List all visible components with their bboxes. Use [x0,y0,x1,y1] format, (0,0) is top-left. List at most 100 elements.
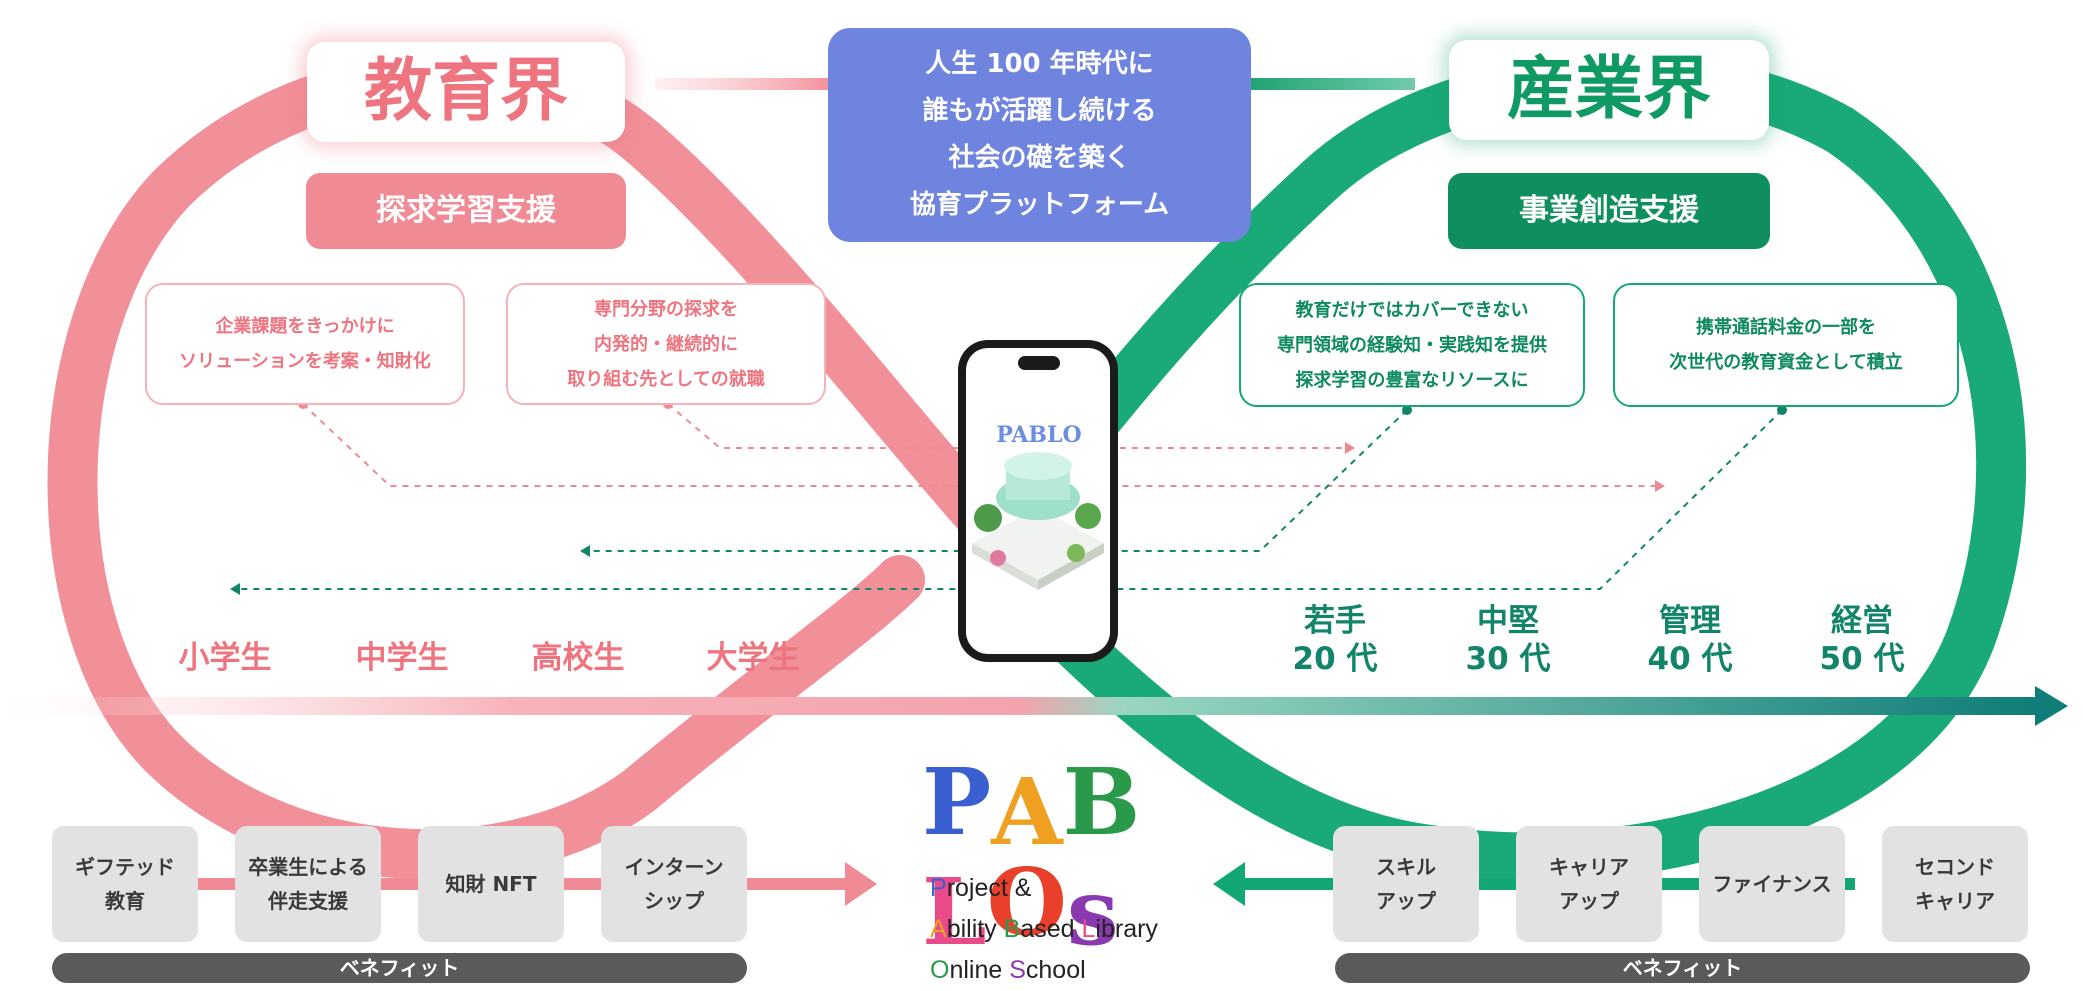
industry-stage: 経営 50 代 [1797,602,1927,678]
education-subtitle: 探求学習支援 [306,173,626,249]
education-stage: 中学生 [355,640,449,676]
tagline-line: Ability Based Library [930,909,1190,950]
phone-notch [1018,356,1060,370]
benefit-line: 知財 NFT [445,872,537,896]
edu-benefit-arrow [845,862,877,906]
benefit-line: 伴走支援 [268,889,348,913]
benefit-line: キャリア [1549,855,1629,879]
note-line: 取り組む先としての就職 [567,368,765,390]
education-note-1: 企業課題をきっかけに ソリューションを考案・知財化 [145,283,465,405]
timeline-bar [0,697,2040,715]
tagline-part: ased [1020,915,1082,943]
benefit-line: インターン [624,855,724,879]
mission-line: 社会の礎を築く [948,143,1131,173]
industry-benefit: ファイナンス [1699,826,1845,942]
mission-line: 誰もが活躍し続ける [922,96,1157,126]
education-benefit: ギフテッド 教育 [52,826,198,942]
stage-age: 20 代 [1292,641,1378,677]
note-line: 専門領域の経験知・実践知を提供 [1277,334,1547,356]
logo-letter: A [991,758,1063,866]
industry-stage: 若手 20 代 [1270,602,1400,678]
logo-letter: O [986,848,1067,956]
logo-letter: s [1066,858,1119,966]
note-line: 探求学習の豊富なリソースに [1295,369,1529,391]
ind-connector-2 [240,409,1783,590]
mission-line: 協育プラットフォーム [909,190,1170,220]
education-title: 教育界 [307,42,625,142]
tagline-part: chool [1025,956,1086,984]
logo-letter: L [922,858,987,966]
industry-benefit: キャリア アップ [1516,826,1662,942]
ind-benefit-arrow [1213,862,1245,906]
tagline-line: Online School [930,950,1190,991]
industry-subtitle: 事業創造支援 [1448,173,1770,249]
phone-screen: PABLO [966,348,1110,654]
mission-line: 人生 100 年時代に [925,49,1154,79]
note-line: ソリューションを考案・知財化 [179,351,431,372]
industry-title: 産業界 [1449,40,1769,140]
education-benefit: 卒業生による 伴走支援 [235,826,381,942]
phone-screen-logo: PABLO [996,422,1082,448]
industry-stage: 中堅 30 代 [1443,602,1573,678]
tagline-part: O [930,956,950,984]
education-benefit: 知財 NFT [418,826,564,942]
phone-mockup: PABLO [958,340,1118,662]
education-loop [47,51,1055,880]
stage-age: 50 代 [1819,641,1905,677]
app-illustration [972,452,1104,590]
benefit-line: ファイナンス [1712,872,1832,896]
industry-stage: 管理 40 代 [1625,602,1755,678]
education-benefit-label: ベネフィット [52,953,747,983]
benefit-line: キャリア [1915,889,1995,913]
edu-connector-1 [302,403,1655,487]
tagline-part: A [930,915,947,943]
industry-note-2: 携帯通話料金の一部を 次世代の教育資金として積立 [1613,283,1959,407]
education-benefit: インターン シップ [601,826,747,942]
benefit-line: 教育 [105,889,145,913]
stage-role: 若手 [1304,603,1366,639]
note-line: 内発的・継続的に [594,333,738,355]
stage-role: 経営 [1831,603,1893,639]
stage-age: 40 代 [1647,641,1733,677]
benefit-line: アップ [1376,889,1436,913]
logo-letter: B [1062,748,1141,856]
benefit-line: セコンド [1915,855,1995,879]
industry-benefit: スキル アップ [1333,826,1479,942]
tagline-part: B [1003,915,1021,943]
note-line: 教育だけではカバーできない [1295,299,1529,321]
ind-connector-1 [590,409,1408,552]
benefit-line: スキル [1376,855,1436,879]
tagline-part: L [1081,915,1096,943]
tagline-line: Project & [930,868,1190,909]
mission-box: 人生 100 年時代に 誰もが活躍し続ける 社会の礎を築く 協育プラットフォーム [828,28,1251,242]
benefit-line: 卒業生による [248,855,368,879]
pablos-logo: PABLOs [922,748,1182,962]
edu-connector-2 [667,403,1345,449]
industry-benefit-label: ベネフィット [1335,953,2030,983]
timeline-arrowhead [2035,686,2068,726]
note-line: 次世代の教育資金として積立 [1669,352,1903,373]
tagline-part: roject & [946,874,1032,902]
education-note-2: 専門分野の探求を 内発的・継続的に 取り組む先としての就職 [506,283,826,405]
logo-letter: P [922,748,992,856]
note-line: 企業課題をきっかけに [215,316,395,337]
tagline-part: nline [949,956,1010,984]
education-stage: 大学生 [706,640,800,676]
benefit-line: アップ [1559,889,1619,913]
tagline-part: bility [946,915,1004,943]
stage-role: 中堅 [1477,603,1539,639]
education-stage: 小学生 [178,640,272,676]
education-stage: 高校生 [531,640,625,676]
industry-benefit: セコンド キャリア [1882,826,2028,942]
note-line: 携帯通話料金の一部を [1696,317,1876,338]
tagline-part: ibrary [1095,915,1158,943]
note-line: 専門分野の探求を [594,298,738,320]
tagline-part: P [930,874,947,902]
industry-note-1: 教育だけではカバーできない 専門領域の経験知・実践知を提供 探求学習の豊富なリソ… [1239,283,1585,407]
stage-age: 30 代 [1465,641,1551,677]
benefit-line: ギフテッド [75,855,175,879]
stage-role: 管理 [1659,603,1721,639]
benefit-line: シップ [644,889,704,913]
